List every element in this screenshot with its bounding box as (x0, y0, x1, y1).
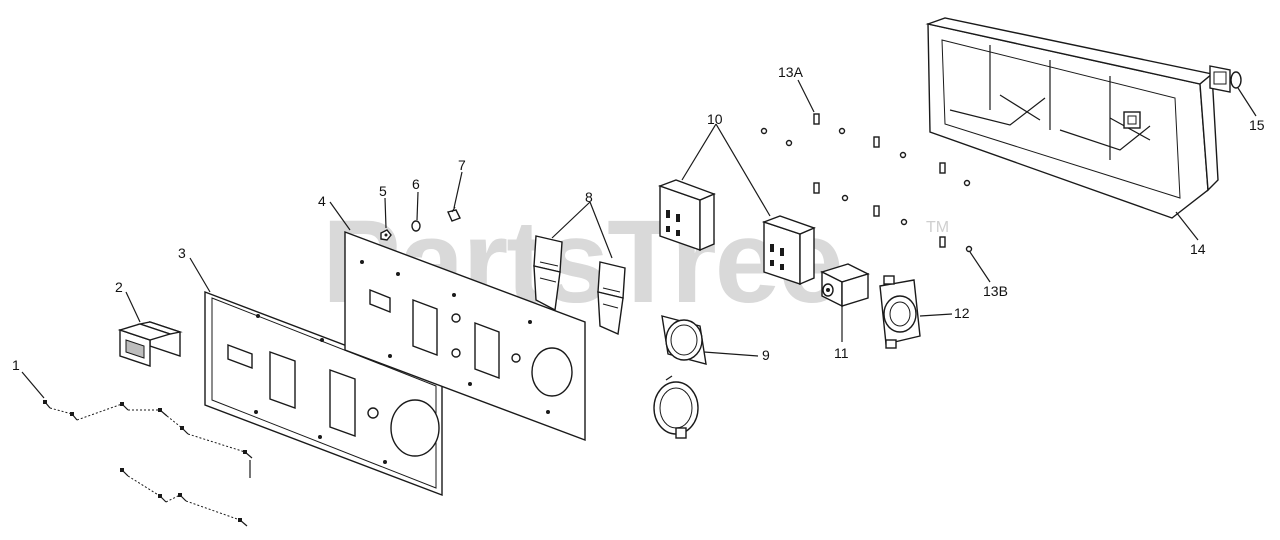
callout-7: 7 (458, 157, 466, 173)
part-11-breaker (820, 263, 870, 308)
callout-labels: 1 2 3 4 5 6 7 8 9 10 11 12 13A 13B 14 15 (12, 64, 1265, 373)
leader-lines (21, 79, 1257, 399)
part-10-duplex-receptacles (657, 179, 816, 286)
callout-2: 2 (115, 279, 123, 295)
part-4-inner-panel (344, 230, 586, 442)
callout-1: 1 (12, 357, 20, 373)
part-14-housing (925, 17, 1219, 219)
part-6-washer (411, 220, 421, 232)
callout-13a: 13A (778, 64, 804, 80)
part-1-screws (43, 400, 253, 527)
callout-11: 11 (834, 345, 849, 361)
part-2-hour-meter (117, 321, 183, 367)
part-7-screw (447, 206, 461, 222)
callout-14: 14 (1190, 241, 1206, 257)
watermark-trademark: TM (926, 219, 949, 236)
callout-6: 6 (412, 176, 420, 192)
callout-8: 8 (585, 189, 593, 205)
callout-15: 15 (1249, 117, 1265, 133)
callout-5: 5 (379, 183, 387, 199)
part-3-faceplate (204, 290, 443, 497)
callout-4: 4 (318, 193, 326, 209)
callout-3: 3 (178, 245, 186, 261)
callout-12: 12 (954, 305, 970, 321)
part-5-nut (380, 229, 392, 241)
part-8-outlet-covers (533, 235, 626, 336)
part-9-receptacle (653, 315, 707, 439)
part-13a-clips (813, 113, 946, 248)
part-13b-nuts (760, 127, 973, 253)
callout-13b: 13B (983, 283, 1008, 299)
callout-9: 9 (762, 347, 770, 363)
part-12-twist-lock-outlet (879, 275, 921, 349)
part-15-connector (1209, 65, 1242, 93)
callout-10: 10 (707, 111, 723, 127)
